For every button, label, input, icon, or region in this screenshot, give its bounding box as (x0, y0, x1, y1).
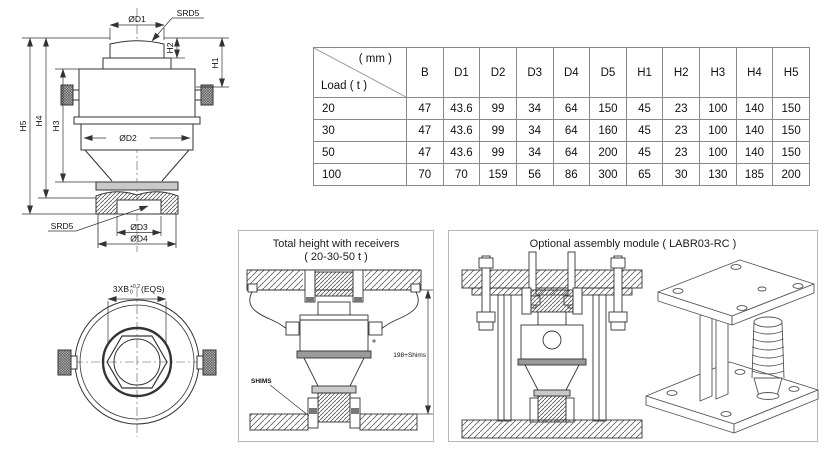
corner-unit-label: ( mm ) (358, 53, 392, 65)
receivers-panel: Total height with receivers ( 20-30-50 t… (238, 230, 434, 442)
bolt-circle-tol-upper: +0.2 (130, 284, 140, 290)
row-load-50: 50 (313, 141, 407, 164)
cell: 45 (625, 141, 664, 164)
col-header-d1: D1 (442, 47, 481, 98)
dim-h5-label: H5 (18, 120, 28, 131)
dim-d3-label: ØD3 (130, 222, 148, 232)
cell: 23 (662, 119, 700, 142)
table-row: 20 47 43.6 99 34 64 150 45 23 100 140 15… (313, 97, 810, 120)
cell: 34 (515, 119, 554, 142)
cell: 160 (589, 119, 627, 142)
spec-table: ( mm ) Load ( t ) B D1 D2 D3 D4 D5 H1 H2… (313, 47, 810, 186)
cell: 100 (699, 97, 737, 120)
cell: 70 (442, 163, 481, 186)
col-header-h2: H2 (662, 47, 700, 98)
dim-srd5-top-label: SRD5 (177, 8, 200, 18)
col-header-d3: D3 (515, 47, 554, 98)
assembly-isometric-drawing (645, 259, 819, 434)
cell: 43.6 (442, 97, 481, 120)
dim-h1-label: H1 (210, 57, 220, 68)
side-view-drawing: ØD1 SRD5 H2 H1 H3 H4 H5 ØD2 SRD5 ØD3 ØD4 (18, 8, 229, 252)
corner-diagonal-line (314, 48, 406, 97)
col-header-h5: H5 (772, 47, 810, 98)
cell: 43.6 (442, 141, 481, 164)
dim-d1-label: ØD1 (128, 14, 146, 24)
cell: 43.6 (442, 119, 481, 142)
cell: 64 (552, 119, 591, 142)
row-load-30: 30 (313, 119, 407, 142)
cell: 65 (625, 163, 664, 186)
cell: 150 (772, 97, 810, 120)
shims-label: SHIMS (251, 378, 272, 385)
dim-d2-label: ØD2 (119, 133, 137, 143)
table-row: 100 70 70 159 56 86 300 65 30 130 185 20… (313, 163, 810, 186)
bolt-circle-tol-lower: 0 (130, 290, 133, 296)
col-header-h4: H4 (735, 47, 774, 98)
bolt-circle-label: 3XB (113, 284, 129, 294)
dim-d4-label: ØD4 (130, 234, 148, 244)
cell: 99 (479, 119, 517, 142)
cell: 47 (406, 97, 444, 120)
cell: 100 (699, 141, 737, 164)
col-header-d5: D5 (589, 47, 627, 98)
cell: 159 (479, 163, 517, 186)
cell: 100 (699, 119, 737, 142)
table-row: 30 47 43.6 99 34 64 160 45 23 100 140 15… (313, 119, 810, 142)
assembly-section-drawing (461, 251, 643, 439)
table-row: 50 47 43.6 99 34 64 200 45 23 100 140 15… (313, 141, 810, 164)
total-height-dim-label: 198+Shims (393, 352, 426, 359)
cell: 47 (406, 119, 444, 142)
cell: 45 (625, 97, 664, 120)
cell: 47 (406, 141, 444, 164)
bolt-circle-suffix: (EQS) (141, 284, 165, 294)
bottom-view-drawing: 3XB +0.2 0 (EQS) (57, 284, 217, 437)
cell: 300 (589, 163, 627, 186)
dim-h4-label: H4 (34, 115, 44, 126)
receivers-panel-subtitle: ( 20-30-50 t ) (304, 251, 368, 263)
cell: 140 (735, 141, 774, 164)
cell: 99 (479, 141, 517, 164)
cell: 150 (772, 119, 810, 142)
cell: 45 (625, 119, 664, 142)
col-header-h3: H3 (699, 47, 737, 98)
cell: 150 (589, 97, 627, 120)
cell: 140 (735, 97, 774, 120)
receivers-panel-title: Total height with receivers (273, 238, 400, 250)
corner-load-label: Load ( t ) (321, 80, 368, 92)
cell: 185 (735, 163, 774, 186)
col-header-d2: D2 (479, 47, 517, 98)
spec-table-corner-cell: ( mm ) Load ( t ) (313, 47, 407, 98)
dim-h2-label: H2 (165, 42, 175, 53)
cell: 200 (772, 163, 810, 186)
cell: 23 (662, 141, 700, 164)
cell: 140 (735, 119, 774, 142)
cell: 34 (515, 97, 554, 120)
col-header-h1: H1 (625, 47, 664, 98)
assembly-panel-title: Optional assembly module ( LABR03-RC ) (530, 238, 737, 250)
col-header-d4: D4 (552, 47, 591, 98)
cell: 70 (406, 163, 444, 186)
cell: 30 (662, 163, 700, 186)
cell: 56 (515, 163, 554, 186)
cell: 86 (552, 163, 591, 186)
assembly-panel: Optional assembly module ( LABR03-RC ) (448, 230, 819, 442)
dim-srd5-bottom-label: SRD5 (51, 221, 74, 231)
cell: 34 (515, 141, 554, 164)
cell: 99 (479, 97, 517, 120)
cell: 150 (772, 141, 810, 164)
col-header-b: B (406, 47, 444, 98)
cell: 64 (552, 141, 591, 164)
cell: 64 (552, 97, 591, 120)
cell: 200 (589, 141, 627, 164)
receivers-drawing (246, 269, 433, 431)
dim-h3-label: H3 (51, 120, 61, 131)
cell: 23 (662, 97, 700, 120)
row-load-100: 100 (313, 163, 407, 186)
cell: 130 (699, 163, 737, 186)
row-load-20: 20 (313, 97, 407, 120)
